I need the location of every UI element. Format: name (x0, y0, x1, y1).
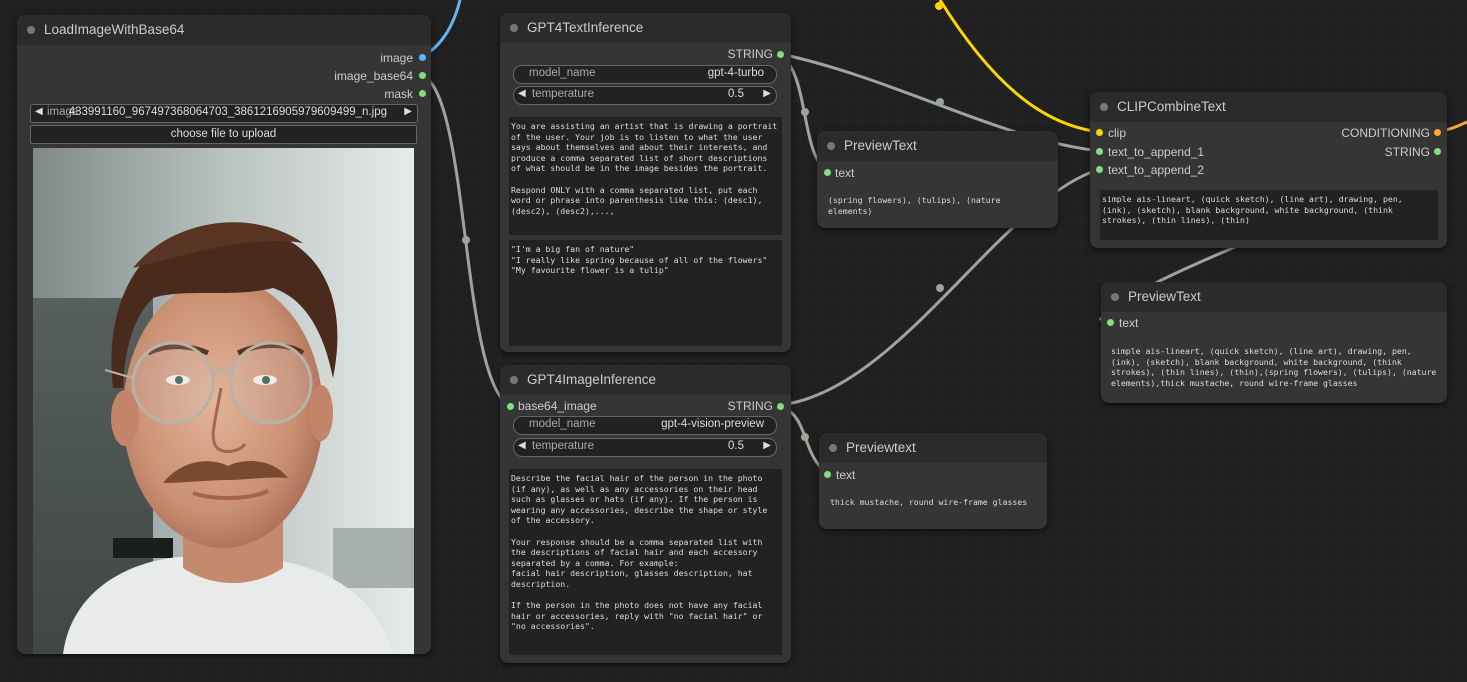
collapse-dot-icon[interactable] (510, 24, 518, 32)
input-clip-label: clip (1108, 126, 1127, 140)
image-prompt-textarea[interactable]: Describe the facial hair of the person i… (509, 469, 782, 655)
input-text-slot[interactable] (824, 169, 831, 176)
output-image-base64-label: image_base64 (334, 69, 413, 83)
decrement-arrow-icon[interactable]: ◀ (518, 88, 526, 99)
node-title-bar[interactable]: CLIPCombineText (1090, 92, 1447, 122)
input-base64-image-label: base64_image (518, 399, 597, 413)
system-prompt-textarea[interactable]: You are assisting an artist that is draw… (509, 117, 782, 235)
node-title-bar[interactable]: Previewtext (819, 433, 1047, 463)
collapse-dot-icon[interactable] (27, 26, 35, 34)
node-title: LoadImageWithBase64 (44, 22, 185, 37)
collapse-dot-icon[interactable] (829, 444, 837, 452)
node-title: GPT4ImageInference (527, 372, 657, 387)
input-text-label: text (836, 468, 856, 482)
node-title-bar[interactable]: LoadImageWithBase64 (17, 15, 431, 45)
output-conditioning-slot[interactable] (1434, 129, 1441, 136)
input-clip-slot[interactable] (1096, 129, 1103, 136)
node-title: Previewtext (846, 440, 916, 455)
node-title: PreviewText (844, 138, 917, 153)
preview-output-text: simple ais-lineart, (quick sketch), (lin… (1111, 346, 1441, 388)
preview-text-node-1[interactable]: PreviewText text (spring flowers), (tuli… (817, 131, 1058, 228)
next-arrow-icon[interactable]: ▶ (404, 106, 412, 117)
input-text-slot[interactable] (824, 471, 831, 478)
image-widget-label: image (47, 106, 79, 118)
temperature-input[interactable]: ◀ temperature 0.5 ▶ (513, 86, 777, 105)
temperature-value: 0.5 (728, 88, 744, 100)
image-widget-value: 433991160_967497368064703_38612169059796… (68, 106, 387, 118)
gpt4-text-inference-node[interactable]: GPT4TextInference STRING model_name gpt-… (500, 13, 791, 352)
output-mask-label: mask (384, 87, 413, 101)
preview-text-node-3[interactable]: PreviewText text simple ais-lineart, (qu… (1101, 282, 1447, 403)
node-title-bar[interactable]: PreviewText (817, 131, 1058, 161)
output-image-label: image (380, 51, 413, 65)
node-title-bar[interactable]: GPT4TextInference (500, 13, 791, 43)
preview-output-text: thick mustache, round wire-frame glasses (830, 497, 1028, 507)
preview-text-node-2[interactable]: Previewtext text thick mustache, round w… (819, 433, 1047, 529)
collapse-dot-icon[interactable] (1111, 293, 1119, 301)
temperature-value: 0.5 (728, 440, 744, 452)
collapse-dot-icon[interactable] (510, 376, 518, 384)
increment-arrow-icon[interactable]: ▶ (763, 88, 771, 99)
node-title: GPT4TextInference (527, 20, 644, 35)
temperature-label: temperature (532, 88, 595, 100)
output-string-label: STRING (1384, 145, 1430, 159)
node-title-bar[interactable]: PreviewText (1101, 282, 1447, 312)
gpt4-image-inference-node[interactable]: GPT4ImageInference base64_image STRING m… (500, 365, 791, 663)
clip-combine-text-node[interactable]: CLIPCombineText clip text_to_append_1 te… (1090, 92, 1447, 248)
output-mask-slot[interactable] (419, 90, 426, 97)
node-title: CLIPCombineText (1117, 99, 1226, 114)
input-text-append-1-label: text_to_append_1 (1108, 145, 1205, 159)
model-name-value: gpt-4-vision-preview (661, 418, 764, 430)
input-text-append-2-label: text_to_append_2 (1108, 163, 1205, 177)
collapse-dot-icon[interactable] (1100, 103, 1108, 111)
upload-button[interactable]: choose file to upload (30, 125, 417, 144)
output-image-base64-slot[interactable] (419, 72, 426, 79)
wire-clip-yellow (938, 0, 1101, 134)
output-string-slot[interactable] (1434, 148, 1441, 155)
decrement-arrow-icon[interactable]: ◀ (518, 440, 526, 451)
user-prompt-textarea[interactable]: "I'm a big fan of nature" "I really like… (509, 240, 782, 346)
input-text-label: text (1119, 316, 1139, 330)
input-base64-image-slot[interactable] (507, 403, 514, 410)
model-name-select[interactable]: model_name gpt-4-vision-preview (513, 416, 777, 435)
model-name-value: gpt-4-turbo (707, 67, 764, 79)
output-conditioning-label: CONDITIONING (1341, 126, 1430, 140)
wire-base64-to-image-inference (420, 73, 511, 408)
load-image-node[interactable]: LoadImageWithBase64 image image_base64 m… (17, 15, 431, 654)
image-file-selector[interactable]: ◀ image 433991160_967497368064703_386121… (30, 104, 418, 123)
node-title: PreviewText (1128, 289, 1201, 304)
clip-text-textarea[interactable]: simple ais-lineart, (quick sketch), (lin… (1100, 190, 1438, 240)
output-string-slot[interactable] (777, 403, 784, 410)
node-title-bar[interactable]: GPT4ImageInference (500, 365, 791, 395)
output-string-slot[interactable] (777, 51, 784, 58)
increment-arrow-icon[interactable]: ▶ (763, 440, 771, 451)
input-text-slot[interactable] (1107, 319, 1114, 326)
temperature-input[interactable]: ◀ temperature 0.5 ▶ (513, 438, 777, 457)
output-image-slot[interactable] (419, 54, 426, 61)
model-name-label: model_name (529, 67, 596, 79)
temperature-label: temperature (532, 440, 595, 452)
prev-arrow-icon[interactable]: ◀ (35, 106, 43, 117)
input-text-append-2-slot[interactable] (1096, 166, 1103, 173)
model-name-label: model_name (529, 418, 596, 430)
collapse-dot-icon[interactable] (827, 142, 835, 150)
input-text-append-1-slot[interactable] (1096, 148, 1103, 155)
output-string-label: STRING (727, 47, 773, 61)
model-name-select[interactable]: model_name gpt-4-turbo (513, 65, 777, 84)
preview-output-text: (spring flowers), (tulips), (nature elem… (828, 195, 1006, 216)
input-text-label: text (835, 166, 855, 180)
output-string-label: STRING (727, 399, 773, 413)
image-preview (33, 148, 414, 654)
